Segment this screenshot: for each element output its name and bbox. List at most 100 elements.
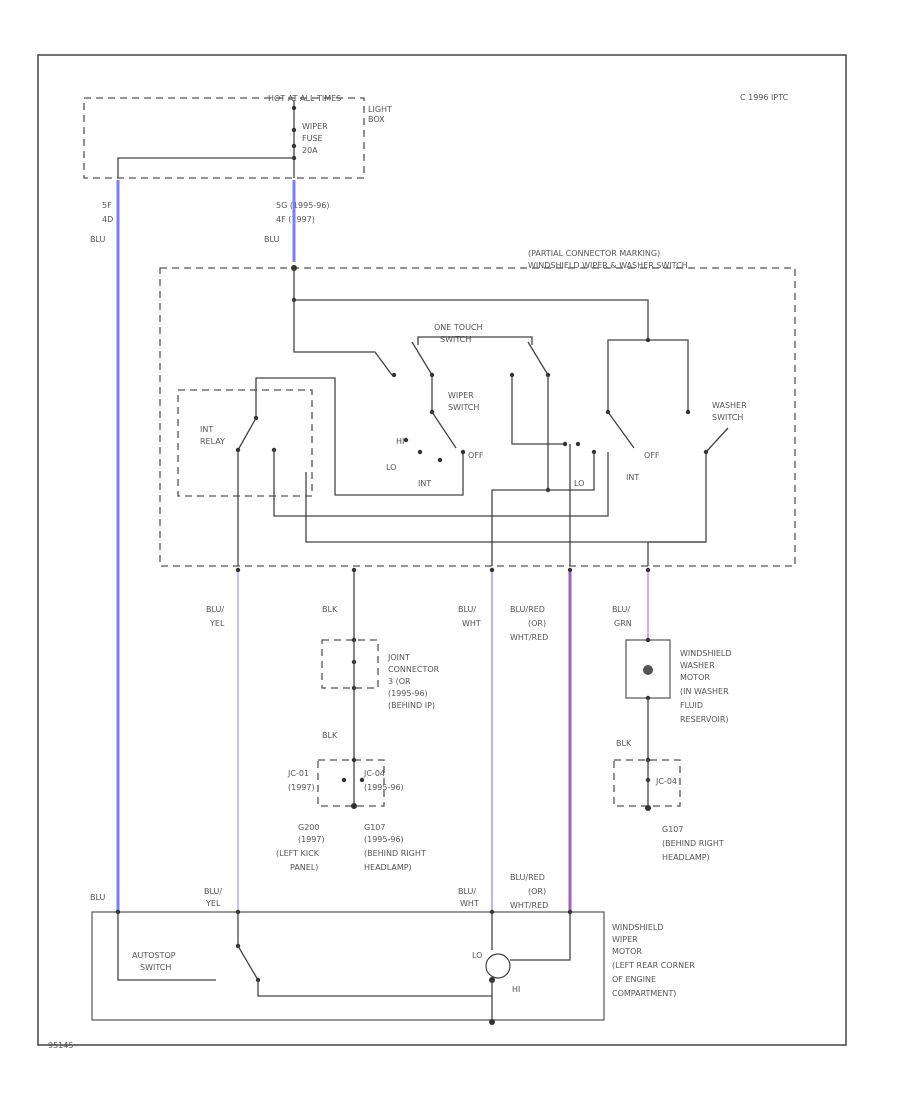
washer-switch-contact-1	[607, 411, 635, 449]
one-touch-bar	[417, 336, 533, 345]
washer-motor-label-6: RESERVOIR)	[680, 715, 729, 724]
switch-output-bus	[491, 489, 548, 566]
blu-yel-label-1: BLU/	[206, 605, 224, 614]
connector-1	[235, 567, 241, 573]
wiper-switch-label-2: SWITCH	[448, 403, 479, 412]
left-feed-label-1: 5F	[102, 201, 112, 210]
washer-motor-node-top	[645, 637, 651, 643]
int-relay-contact	[237, 417, 257, 451]
blk-label-3: BLK	[616, 739, 632, 748]
joint-connector-label-2: CONNECTOR	[388, 665, 440, 674]
g-left-label-2: (1997)	[298, 835, 325, 844]
wiper-motor-label-5: OF ENGINE	[612, 975, 656, 984]
blu-red-label-1: BLU/RED	[510, 605, 545, 614]
jc-left-node-1	[351, 757, 357, 763]
fuse-node-3	[291, 143, 297, 149]
center-feed-label-3: BLU	[264, 235, 280, 244]
g-center-label-3: (BEHIND RIGHT	[364, 849, 426, 858]
blu-yel-label-2: YEL	[209, 619, 225, 628]
washer-pos-off: OFF	[644, 451, 660, 460]
int-relay-label-2: RELAY	[200, 437, 225, 446]
motor-lo-label: LO	[472, 951, 482, 960]
washer-node-578	[575, 441, 581, 447]
switch-output-int	[548, 452, 595, 491]
blk-label-2: BLK	[322, 731, 338, 740]
one-touch-label-2: SWITCH	[440, 335, 471, 344]
joint-connector-label-1: JOINT	[387, 653, 410, 662]
washer-motor-icon	[643, 665, 653, 675]
blu-red-label-2: (OR)	[528, 619, 546, 628]
one-touch-node-1	[391, 372, 397, 378]
jc-right-label-2: (1995-96)	[364, 783, 404, 792]
wiper-motor-label-3: MOTOR	[612, 947, 642, 956]
blk-label-1: BLK	[322, 605, 338, 614]
switch-bus-down	[293, 300, 393, 376]
fuse-label-2: FUSE	[302, 134, 323, 143]
g-left-label-1: G200	[298, 823, 319, 832]
bottom-blu-label: BLU	[90, 893, 106, 902]
one-touch-wire-c	[511, 375, 565, 445]
autostop-label-1: AUTOSTOP	[132, 951, 176, 960]
blu-wht-label-1: BLU/	[458, 605, 476, 614]
one-touch-label-1: ONE TOUCH	[434, 323, 483, 332]
bottom-blu-red-label-1: BLU/RED	[510, 873, 545, 882]
washer-motor-label-3: MOTOR	[680, 673, 710, 682]
switch-box-outline	[159, 267, 796, 567]
g-right-label-3: HEADLAMP)	[662, 853, 710, 862]
jc-right-label-1: JC-04	[363, 769, 385, 778]
washer-switch-label-2: SWITCH	[712, 413, 743, 422]
wiper-switch-contact	[431, 411, 457, 449]
g-center-label-2: (1995-96)	[364, 835, 404, 844]
joint-connector-outline	[321, 639, 379, 689]
g-right-label-2: (BEHIND RIGHT	[662, 839, 724, 848]
g-center-label-4: HEADLAMP)	[364, 863, 412, 872]
wiper-motor-label-1: WINDSHIELD	[612, 923, 664, 932]
bottom-blu-red-label-3: WHT/RED	[510, 901, 548, 910]
motor-hi-label: HI	[512, 985, 520, 994]
washer-switch-node-3	[685, 409, 691, 415]
washer-node-565	[562, 441, 568, 447]
ground-right-node	[645, 805, 651, 811]
motor-hi-wire	[510, 912, 571, 961]
washer-motor-label-4: (IN WASHER	[680, 687, 729, 696]
diagram-frame	[37, 54, 847, 1046]
fuse-label-3: 20A	[302, 146, 318, 155]
g-left-label-4: PANEL)	[290, 863, 318, 872]
motor-ground-node	[489, 1019, 495, 1025]
connector-3	[489, 567, 495, 573]
wiper-pos-lo: LO	[386, 463, 396, 472]
center-feed-label-1: 5G (1995-96)	[276, 201, 330, 210]
fuse-box-location-1: LIGHT	[368, 105, 392, 114]
jc-left-label-1: JC-01	[287, 769, 309, 778]
int-relay-outline	[177, 389, 313, 497]
left-feed-label-3: BLU	[90, 235, 106, 244]
bottom-blu-red-label-2: (OR)	[528, 887, 546, 896]
washer-switch-node-1	[645, 337, 651, 343]
wiper-motor-label-4: (LEFT REAR CORNER	[612, 961, 695, 970]
copyright-label: C 1996 IPTC	[740, 93, 789, 102]
fuse-split-wire	[117, 157, 294, 178]
jc-right-label: JC-04	[655, 777, 677, 786]
washer-pos-lo: LO	[574, 479, 584, 488]
connector-4	[567, 567, 573, 573]
washer-switch-output-wire	[647, 452, 707, 566]
wiper-pos-hi: HI	[396, 437, 404, 446]
bottom-blu-yel-label-2: YEL	[205, 899, 221, 908]
wiper-pos-off: OFF	[468, 451, 484, 460]
one-touch-contact-left	[411, 341, 433, 376]
g-right-label-1: G107	[662, 825, 683, 834]
switch-box-header-2: WINDSHIELD WIPER & WASHER SWITCH	[528, 261, 688, 270]
washer-motor-label-1: WINDSHIELD	[680, 649, 732, 658]
fuse-label-1: WIPER	[302, 122, 328, 131]
blu-wht-label-2: WHT	[462, 619, 481, 628]
int-relay-label-1: INT	[200, 425, 213, 434]
autostop-return-wire	[257, 980, 492, 997]
autostop-feed-wire	[117, 912, 216, 981]
left-feed-label-2: 4D	[102, 215, 113, 224]
jc-left-label-2: (1997)	[288, 783, 315, 792]
washer-motor-label-5: FLUID	[680, 701, 703, 710]
blu-grn-label-2: GRN	[614, 619, 632, 628]
washer-motor-label-2: WASHER	[680, 661, 715, 670]
bottom-blu-yel-label-1: BLU/	[204, 887, 222, 896]
motor-armature	[485, 953, 511, 979]
